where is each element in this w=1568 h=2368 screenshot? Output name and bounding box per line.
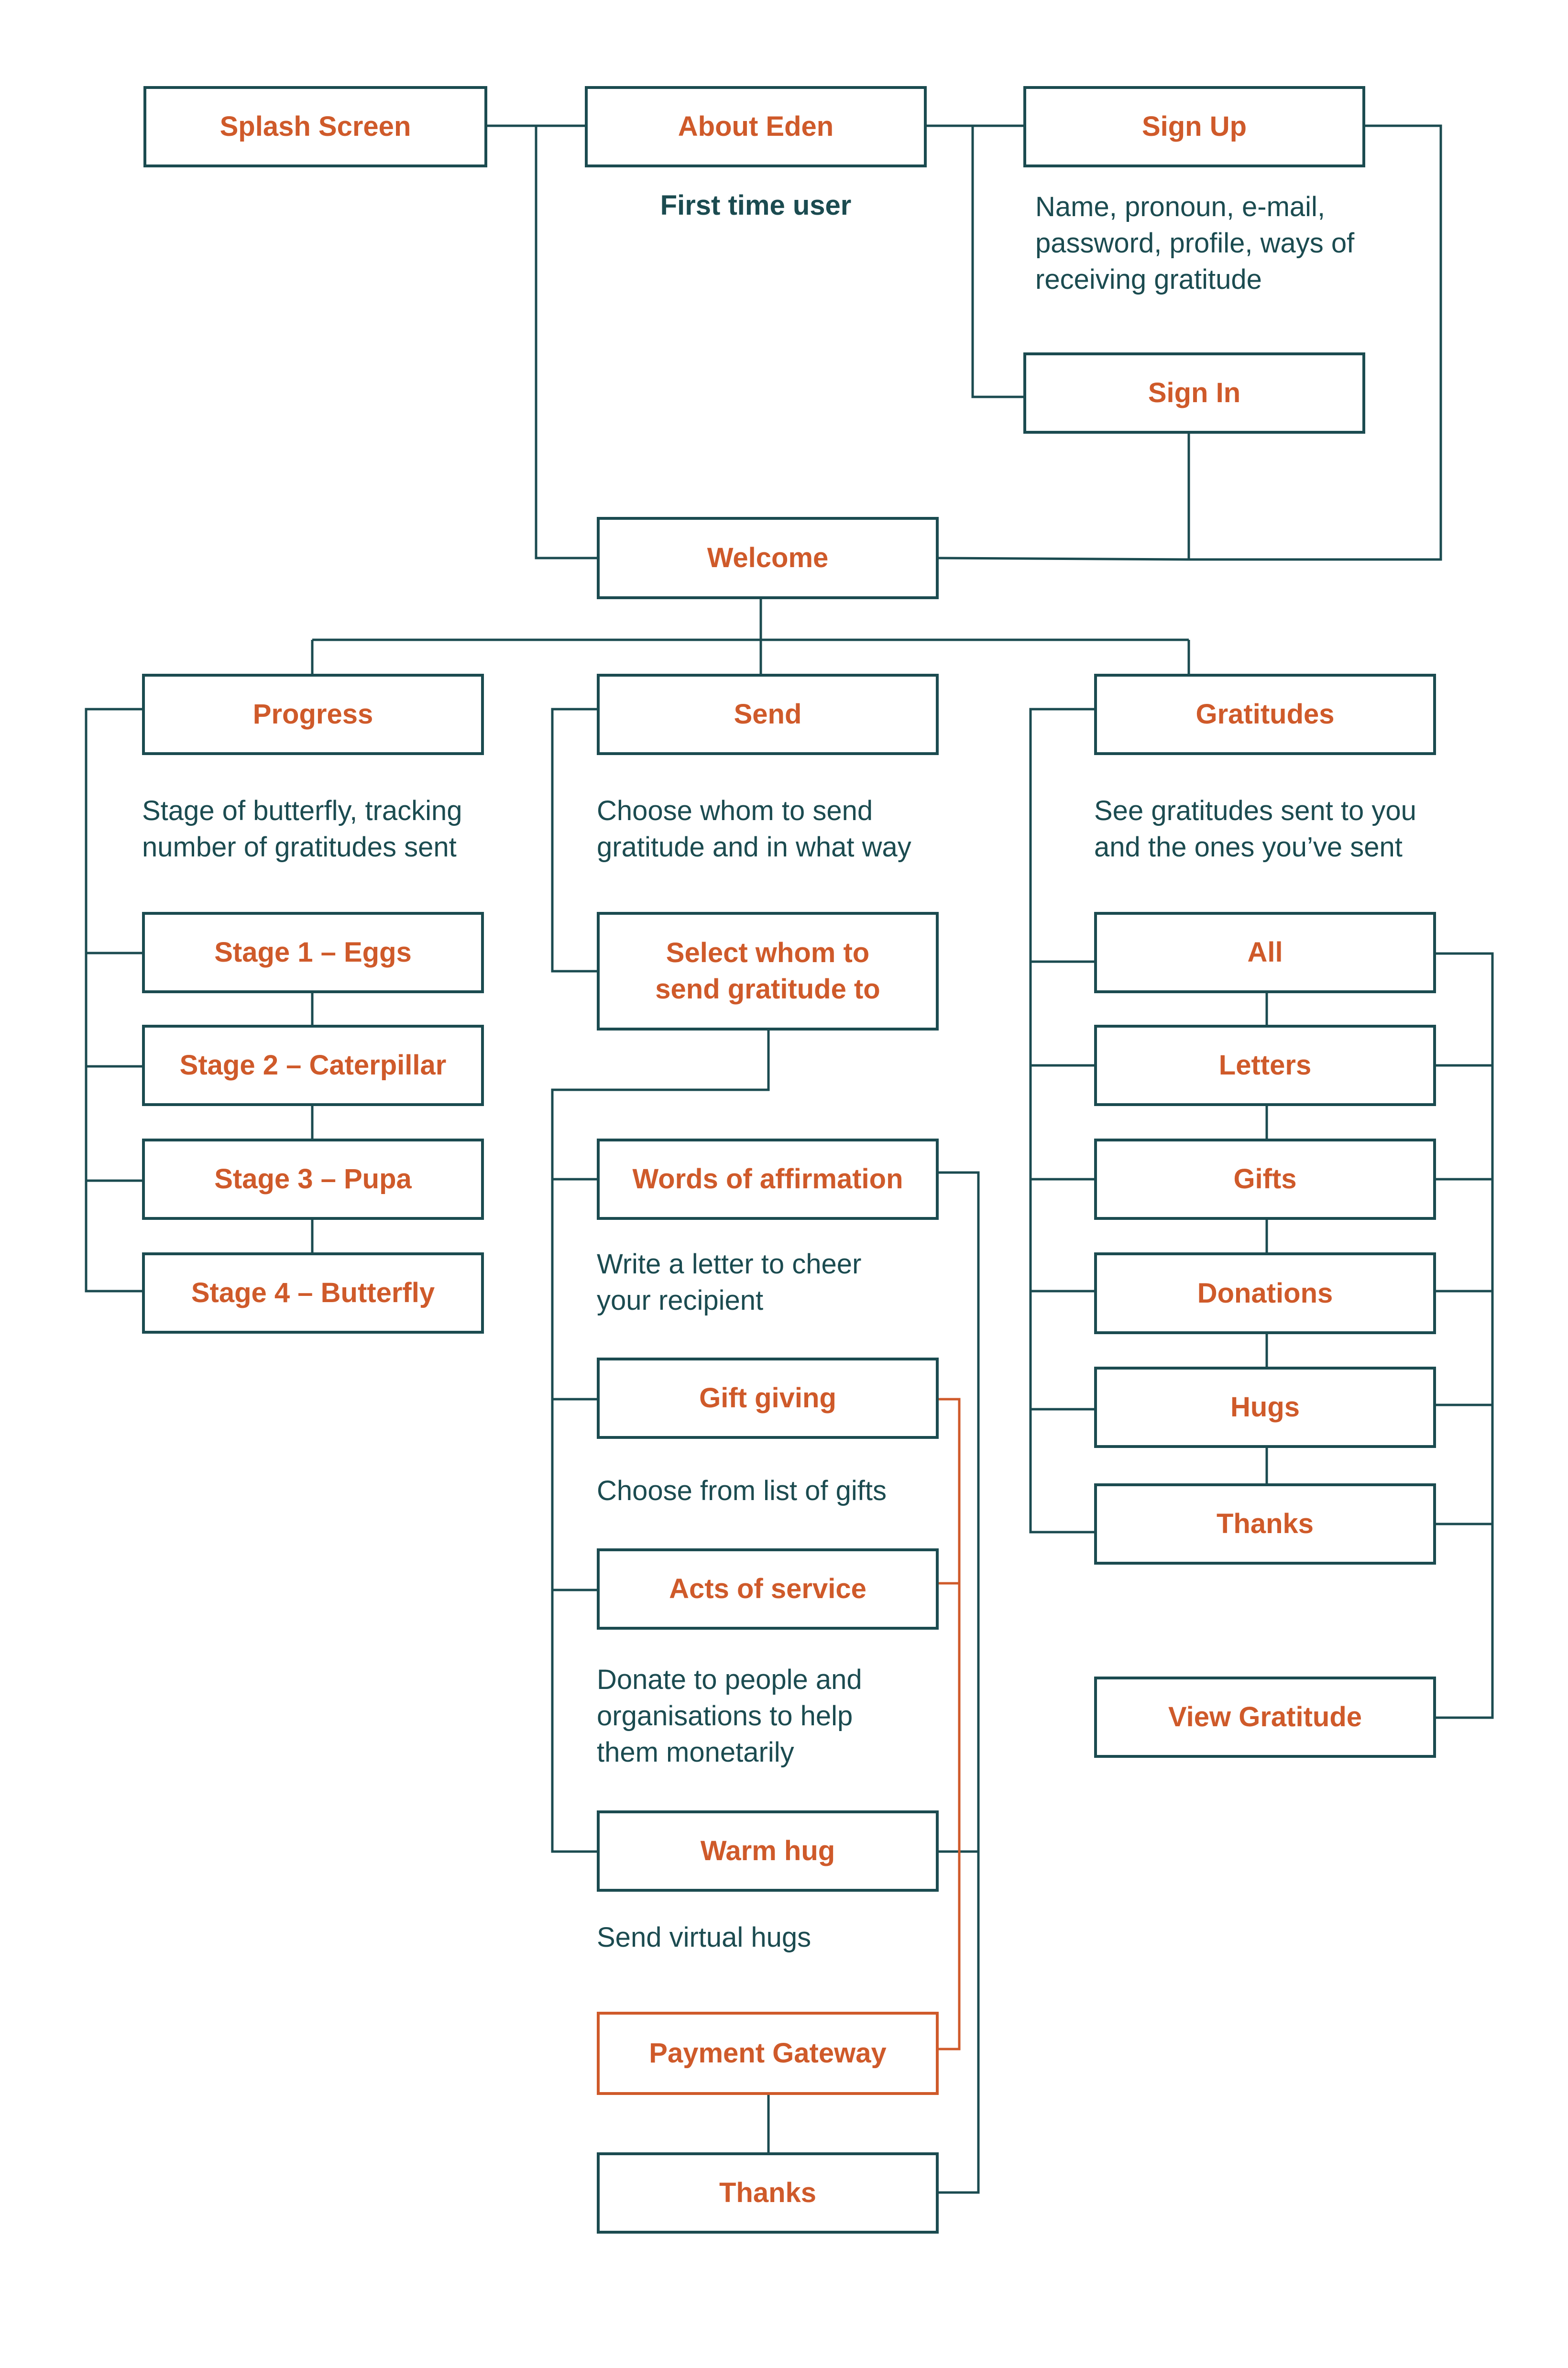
connector-to-signin <box>971 126 1023 398</box>
gift-giving-note: Choose from list of gifts <box>597 1475 887 1506</box>
node-label: Letters <box>1218 1050 1312 1081</box>
warm-hug-node[interactable]: Warm hug <box>597 1810 939 1892</box>
gratitudes-right-rail <box>1436 952 1494 1719</box>
node-label: Hugs <box>1230 1392 1300 1423</box>
send-right-rail <box>939 1171 980 2194</box>
node-label: About Eden <box>678 111 834 142</box>
node-label: Sign In <box>1148 377 1241 408</box>
node-label: Gift giving <box>699 1382 836 1414</box>
about-note: First time user <box>660 190 852 221</box>
progress-node[interactable]: Progress <box>142 674 484 755</box>
splash-screen-node[interactable]: Splash Screen <box>143 86 487 167</box>
node-label: Thanks <box>719 2177 817 2208</box>
words-of-affirmation-node[interactable]: Words of affirmation <box>597 1139 939 1220</box>
node-label: Gifts <box>1233 1163 1297 1195</box>
gratitudes-note: See gratitudes sent to you and the ones … <box>1094 795 1416 863</box>
send-note: Choose whom to send gratitude and in wha… <box>597 795 911 863</box>
node-label: Words of affirmation <box>632 1163 903 1195</box>
about-eden-node[interactable]: About Eden <box>585 86 927 167</box>
send-thanks-node[interactable]: Thanks <box>597 2152 939 2234</box>
node-label: Select whom to send gratitude to <box>655 937 880 1005</box>
node-label: Stage 1 – Eggs <box>214 937 412 968</box>
acts-of-service-node[interactable]: Acts of service <box>597 1548 939 1630</box>
warm-hug-note: Send virtual hugs <box>597 1922 811 1953</box>
progress-rail <box>85 708 142 1293</box>
select-down <box>551 1031 770 1853</box>
welcome-node[interactable]: Welcome <box>597 517 939 599</box>
gratitudes-rail <box>1029 708 1094 1534</box>
sign-in-node[interactable]: Sign In <box>1023 352 1365 434</box>
stage-3-node[interactable]: Stage 3 – Pupa <box>142 1139 484 1220</box>
gift-giving-node[interactable]: Gift giving <box>597 1358 939 1439</box>
node-label: View Gratitude <box>1168 1701 1362 1732</box>
node-label: Payment Gateway <box>649 2038 887 2069</box>
stage-1-node[interactable]: Stage 1 – Eggs <box>142 912 484 993</box>
send-node[interactable]: Send <box>597 674 939 755</box>
words-of-affirmation-note: Write a letter to cheer your recipient <box>597 1249 862 1316</box>
node-label: Send <box>734 699 802 730</box>
node-label: Donations <box>1197 1277 1333 1309</box>
payment-rail <box>939 1398 961 2050</box>
filter-thanks-node[interactable]: Thanks <box>1094 1483 1436 1565</box>
node-label: Acts of service <box>669 1573 866 1604</box>
send-rail <box>551 708 597 973</box>
filter-hugs-node[interactable]: Hugs <box>1094 1367 1436 1448</box>
filter-gifts-node[interactable]: Gifts <box>1094 1139 1436 1220</box>
sign-up-note: Name, pronoun, e-mail, password, profile… <box>1035 191 1355 295</box>
filter-letters-node[interactable]: Letters <box>1094 1025 1436 1106</box>
filter-all-node[interactable]: All <box>1094 912 1436 993</box>
node-label: Progress <box>252 699 373 730</box>
stage-2-node[interactable]: Stage 2 – Caterpillar <box>142 1025 484 1106</box>
sign-up-node[interactable]: Sign Up <box>1023 86 1365 167</box>
node-label: Splash Screen <box>219 111 411 142</box>
node-label: Stage 2 – Caterpillar <box>179 1050 447 1081</box>
node-label: Welcome <box>707 542 829 573</box>
connector-to-welcome-left <box>535 126 597 559</box>
node-label: Warm hug <box>700 1835 835 1866</box>
node-label: Thanks <box>1216 1508 1314 1539</box>
node-label: All <box>1247 937 1283 968</box>
stage-4-node[interactable]: Stage 4 – Butterfly <box>142 1252 484 1334</box>
node-label: Gratitudes <box>1195 699 1335 730</box>
progress-note: Stage of butterfly, tracking number of g… <box>142 795 462 863</box>
gratitudes-node[interactable]: Gratitudes <box>1094 674 1436 755</box>
node-label: Stage 3 – Pupa <box>214 1163 412 1195</box>
connector-welcome-right <box>938 557 1189 561</box>
connector-signup-right <box>1189 124 1442 561</box>
select-recipient-node[interactable]: Select whom to send gratitude to <box>597 912 939 1031</box>
node-label: Sign Up <box>1141 111 1247 142</box>
acts-of-service-note: Donate to people and organisations to he… <box>597 1664 862 1768</box>
node-label: Stage 4 – Butterfly <box>191 1277 435 1308</box>
filter-donations-node[interactable]: Donations <box>1094 1252 1436 1334</box>
view-gratitude-node[interactable]: View Gratitude <box>1094 1677 1436 1758</box>
payment-gateway-node[interactable]: Payment Gateway <box>597 2012 939 2095</box>
